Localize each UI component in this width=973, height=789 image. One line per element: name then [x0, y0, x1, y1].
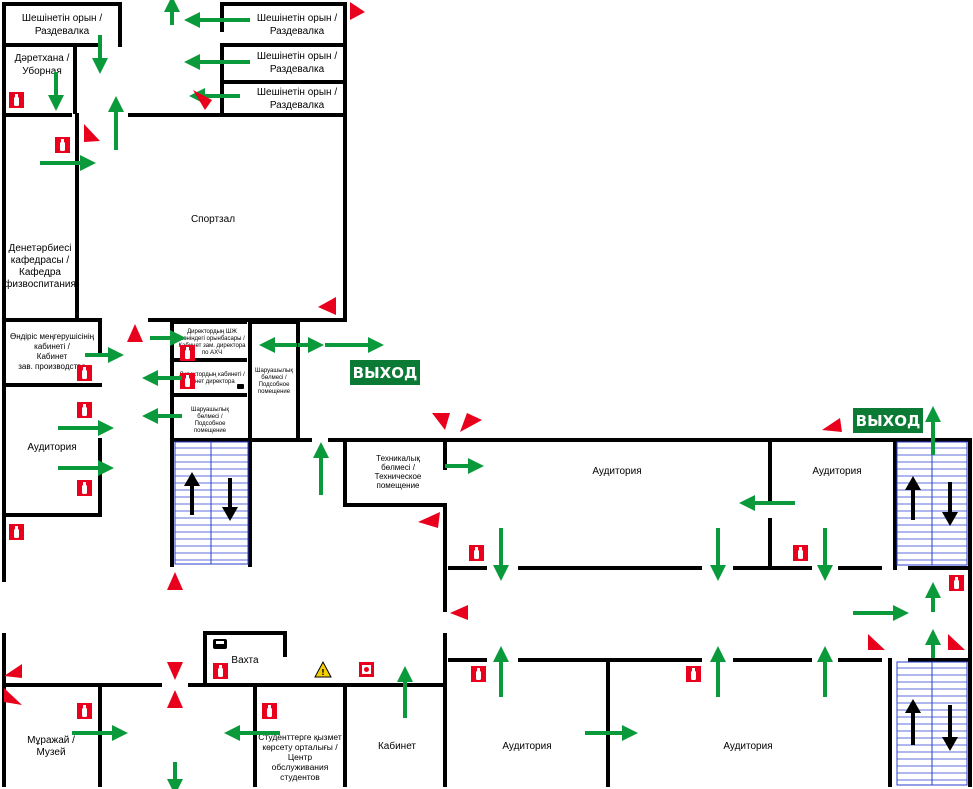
room-label-guard: Вахта	[231, 655, 259, 666]
fire-extinguisher-icon	[793, 545, 808, 561]
fire-direction-triangle	[868, 634, 885, 650]
fire-direction-triangle	[822, 418, 842, 432]
room-label-changing-2: Шешінетін орын /Раздевалка	[257, 13, 337, 37]
fire-extinguisher-icon	[77, 365, 92, 381]
fire-extinguisher-icon	[686, 666, 701, 682]
fire-direction-triangle	[4, 688, 22, 705]
room-label-auditorium-left: Аудитория	[27, 442, 76, 453]
staircase-right-top	[896, 441, 968, 566]
room-label-director: Директордың кабинеті /Кабинет директора	[179, 372, 245, 385]
room-label-changing-1: Шешінетін орын /Раздевалка	[22, 13, 102, 37]
staircase-left	[174, 441, 249, 565]
room-label-cabinet: Кабинет	[378, 740, 416, 752]
svg-text:ВЫХОД: ВЫХОД	[856, 412, 921, 430]
svg-text:!: !	[321, 668, 325, 677]
fire-direction-triangle	[167, 572, 183, 590]
room-labels: Шешінетін орын /Раздевалка Шешінетін оры…	[4, 13, 861, 782]
fire-extinguisher-icon	[471, 666, 486, 682]
fire-direction-triangle	[84, 124, 100, 142]
fire-direction-triangle	[948, 634, 965, 650]
fire-extinguisher-icon	[180, 345, 195, 361]
room-label-changing-3: Шешінетін орын /Раздевалка	[257, 51, 337, 75]
fire-direction-triangle	[127, 324, 143, 342]
fire-extinguisher-icon	[9, 524, 24, 540]
staircase-right-bottom	[896, 661, 968, 786]
exit-sign-right: ВЫХОД	[853, 408, 923, 433]
fire-extinguisher-icon	[77, 703, 92, 719]
fire-extinguisher-icon	[77, 402, 92, 418]
fire-direction-triangle	[193, 90, 212, 110]
room-label-auditorium-mid-top: Аудитория	[592, 466, 641, 477]
fire-direction-triangle	[318, 297, 336, 315]
room-label-changing-4: Шешінетін орын /Раздевалка	[257, 87, 337, 111]
phone-icon	[213, 639, 227, 649]
fire-extinguisher-icon	[180, 373, 195, 389]
fire-extinguisher-icon	[469, 545, 484, 561]
fire-direction-triangle	[4, 664, 22, 678]
fire-extinguisher-icon	[9, 92, 24, 108]
fire-extinguisher-icon	[77, 480, 92, 496]
fire-direction-triangle	[167, 662, 183, 680]
fire-extinguisher-icon	[262, 703, 277, 719]
room-label-auditorium-bottom-2: Аудитория	[723, 741, 772, 752]
fire-extinguisher-icon	[55, 137, 70, 153]
fire-direction-triangle	[432, 413, 450, 430]
fire-direction-triangle	[167, 690, 183, 708]
room-label-auditorium-right-top: Аудитория	[812, 466, 861, 477]
fire-direction-triangle	[450, 605, 468, 620]
phone-icon	[237, 384, 244, 389]
exit-sign-left: ВЫХОД	[350, 360, 420, 385]
hazard-warning-icon: !	[314, 660, 332, 678]
fire-direction-triangle	[460, 413, 482, 432]
fire-hose-icon	[359, 662, 374, 677]
svg-text:ВЫХОД: ВЫХОД	[353, 364, 418, 382]
room-label-toilet: Дәретхана /Уборная	[15, 53, 70, 77]
fire-direction-triangle	[350, 2, 365, 20]
fire-extinguisher-icon	[949, 575, 964, 591]
fire-direction-triangle	[418, 512, 440, 528]
room-label-museum: Мұражай /Музей	[27, 735, 75, 758]
room-label-gym: Спортзал	[191, 214, 235, 225]
fire-extinguisher-icon	[213, 663, 228, 679]
room-label-auditorium-bottom-1: Аудитория	[502, 741, 551, 752]
